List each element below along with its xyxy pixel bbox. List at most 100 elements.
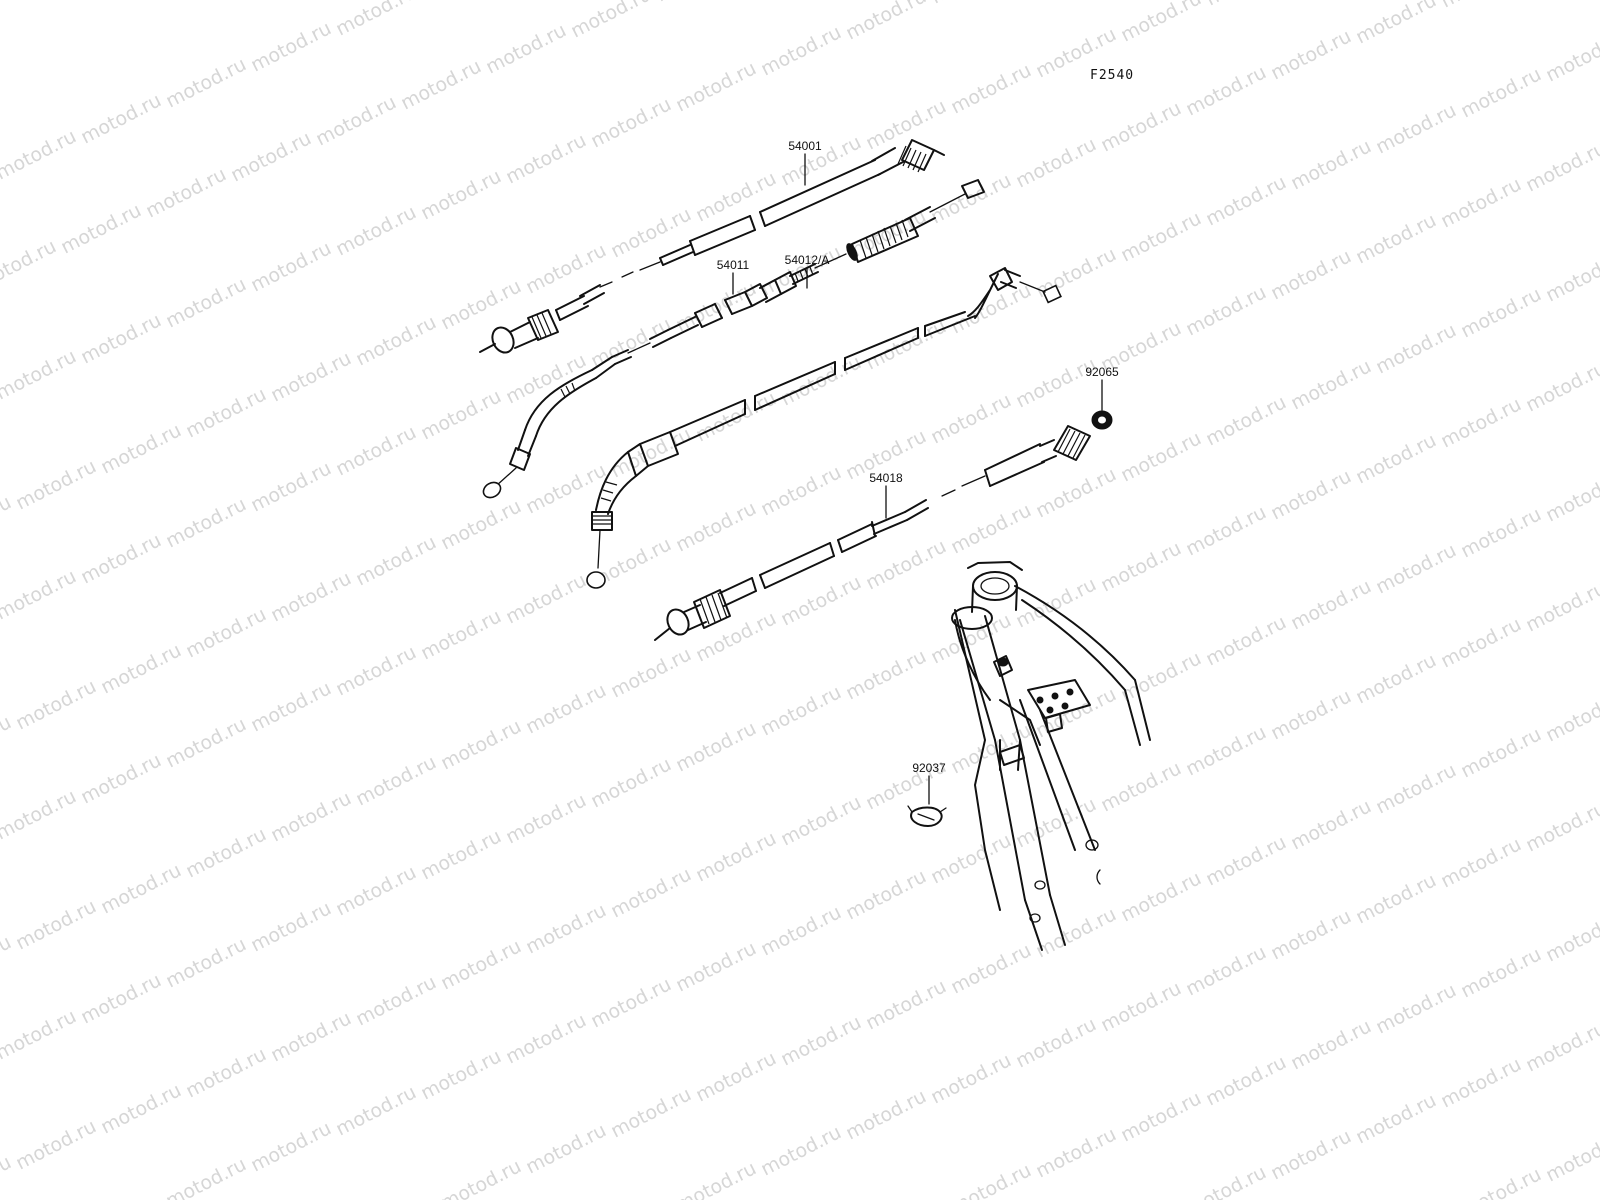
throttle-cable[interactable] — [586, 267, 1062, 589]
watermark-text: motod.ru — [1202, 611, 1290, 670]
watermark-text: motod.ru — [757, 901, 845, 960]
watermark-text: motod.ru — [1182, 61, 1270, 120]
watermark-text: motod.ru — [757, 681, 845, 740]
watermark-text: motod.ru — [607, 1083, 695, 1142]
watermark-text: motod.ru — [672, 937, 760, 996]
watermark-text: motod.ru — [12, 1115, 100, 1174]
watermark-text: motod.ru — [842, 1085, 930, 1144]
watermark-text: motod.ru — [247, 677, 335, 736]
watermark-text: motod.ru — [927, 1049, 1015, 1108]
watermark-text: motod.ru — [57, 199, 145, 258]
watermark-text: motod.ru — [162, 493, 250, 552]
watermark-text: motod.ru — [77, 309, 165, 368]
watermark-text: motod.ru — [1287, 355, 1375, 414]
watermark-text: motod.ru — [1542, 1127, 1600, 1186]
watermark-text: motod.ru — [1522, 577, 1600, 636]
watermark-text: motod.ru — [842, 0, 930, 44]
watermark-text: motod.ru — [672, 717, 760, 776]
watermark-text: motod.ru — [672, 57, 760, 116]
watermark-text: motod.ru — [437, 495, 525, 554]
watermark-text: motod.ru — [1267, 1125, 1355, 1184]
watermark-text: motod.ru — [417, 0, 505, 4]
watermark-text: motod.ru — [332, 201, 420, 260]
tachometer-cable[interactable] — [654, 425, 1091, 641]
label-washer: 92065 — [1085, 365, 1119, 379]
clutch-cable[interactable] — [481, 179, 985, 501]
watermark-text: motod.ru — [1202, 171, 1290, 230]
watermark-text: motod.ru — [1457, 943, 1545, 1002]
watermark-text: motod.ru — [947, 499, 1035, 558]
watermark-text: motod.ru — [502, 1009, 590, 1068]
watermark-text: motod.ru — [1267, 905, 1355, 964]
watermark-text: motod.ru — [97, 639, 185, 698]
watermark-text: motod.ru — [1287, 135, 1375, 194]
watermark-text: motod.ru — [0, 565, 80, 624]
watermark-text: motod.ru — [1202, 831, 1290, 890]
watermark-text: motod.ru — [352, 531, 440, 590]
watermark-text: motod.ru — [522, 679, 610, 738]
watermark-text: motod.ru — [97, 859, 185, 918]
watermark-text: motod.ru — [1012, 353, 1100, 412]
watermark-text: motod.ru — [757, 1121, 845, 1180]
watermark-text: motod.ru — [587, 753, 675, 812]
watermark-text: motod.ru — [1117, 207, 1205, 266]
watermark-text: motod.ru — [1267, 465, 1355, 524]
watermark-text: motod.ru — [1352, 649, 1440, 708]
watermark-text: motod.ru — [1437, 1053, 1525, 1112]
watermark-text: motod.ru — [587, 973, 675, 1032]
watermark-text: motod.ru — [502, 349, 590, 408]
watermark-text: motod.ru — [0, 1151, 15, 1200]
clamp[interactable] — [907, 805, 947, 827]
watermark-text: motod.ru — [927, 829, 1015, 888]
speedometer-cable[interactable] — [479, 139, 945, 356]
watermark-text: motod.ru — [502, 789, 590, 848]
watermark-text: motod.ru — [352, 311, 440, 370]
frame — [951, 561, 1151, 951]
watermark-text: motod.ru — [862, 535, 950, 594]
watermark-text: motod.ru — [1032, 683, 1120, 742]
watermark-text: motod.ru — [777, 791, 865, 850]
watermark-text: motod.ru — [947, 59, 1035, 118]
watermark-text: motod.ru — [1352, 0, 1440, 48]
watermark-text: motod.ru — [247, 1117, 335, 1176]
watermark-text: motod.ru — [1287, 575, 1375, 634]
watermark-text: motod.ru — [182, 823, 270, 882]
watermark-text: motod.ru — [417, 1045, 505, 1104]
watermark-text: motod.ru — [12, 455, 100, 514]
watermark-text: motod.ru — [1352, 209, 1440, 268]
watermark-text: motod.ru — [1032, 903, 1120, 962]
watermark-text: motod.ru — [927, 0, 1015, 8]
watermark-text: motod.ru — [1437, 613, 1525, 672]
watermark-text: motod.ru — [567, 0, 655, 42]
watermark-text: motod.ru — [1097, 977, 1185, 1036]
label-speedometer-cable: 54001 — [788, 139, 822, 153]
watermark-text: motod.ru — [1182, 721, 1270, 780]
watermark-text: motod.ru — [1542, 27, 1600, 86]
watermark-text: motod.ru — [247, 17, 335, 76]
watermark-text: motod.ru — [1437, 0, 1525, 12]
watermark-text: motod.ru — [1032, 463, 1120, 522]
watermark-text: motod.ru — [927, 389, 1015, 448]
watermark-text: motod.ru — [0, 1005, 80, 1064]
watermark-text: motod.ru — [437, 1155, 525, 1200]
watermark-text: motod.ru — [182, 603, 270, 662]
watermark-text: motod.ru — [1457, 503, 1545, 562]
watermark-text: motod.ru — [947, 1159, 1035, 1200]
watermark-text: motod.ru — [1542, 247, 1600, 306]
watermark-text: motod.ru — [1372, 319, 1460, 378]
watermark-text: motod.ru — [227, 127, 315, 186]
watermark-text: motod.ru — [12, 675, 100, 734]
watermark-text: motod.ru — [0, 125, 80, 184]
watermark-text: motod.ru — [1117, 647, 1205, 706]
label-clamp: 92037 — [912, 761, 946, 775]
watermark-text: motod.ru — [312, 91, 400, 150]
watermark-text: motod.ru — [777, 571, 865, 630]
watermark-text: motod.ru — [1117, 427, 1205, 486]
washer[interactable] — [1091, 410, 1113, 430]
watermark-text: motod.ru — [1457, 63, 1545, 122]
watermark-text: motod.ru — [142, 163, 230, 222]
watermark-text: motod.ru — [1182, 1161, 1270, 1200]
watermark-text: motod.ru — [1542, 907, 1600, 966]
watermark-text: motod.ru — [267, 787, 355, 846]
